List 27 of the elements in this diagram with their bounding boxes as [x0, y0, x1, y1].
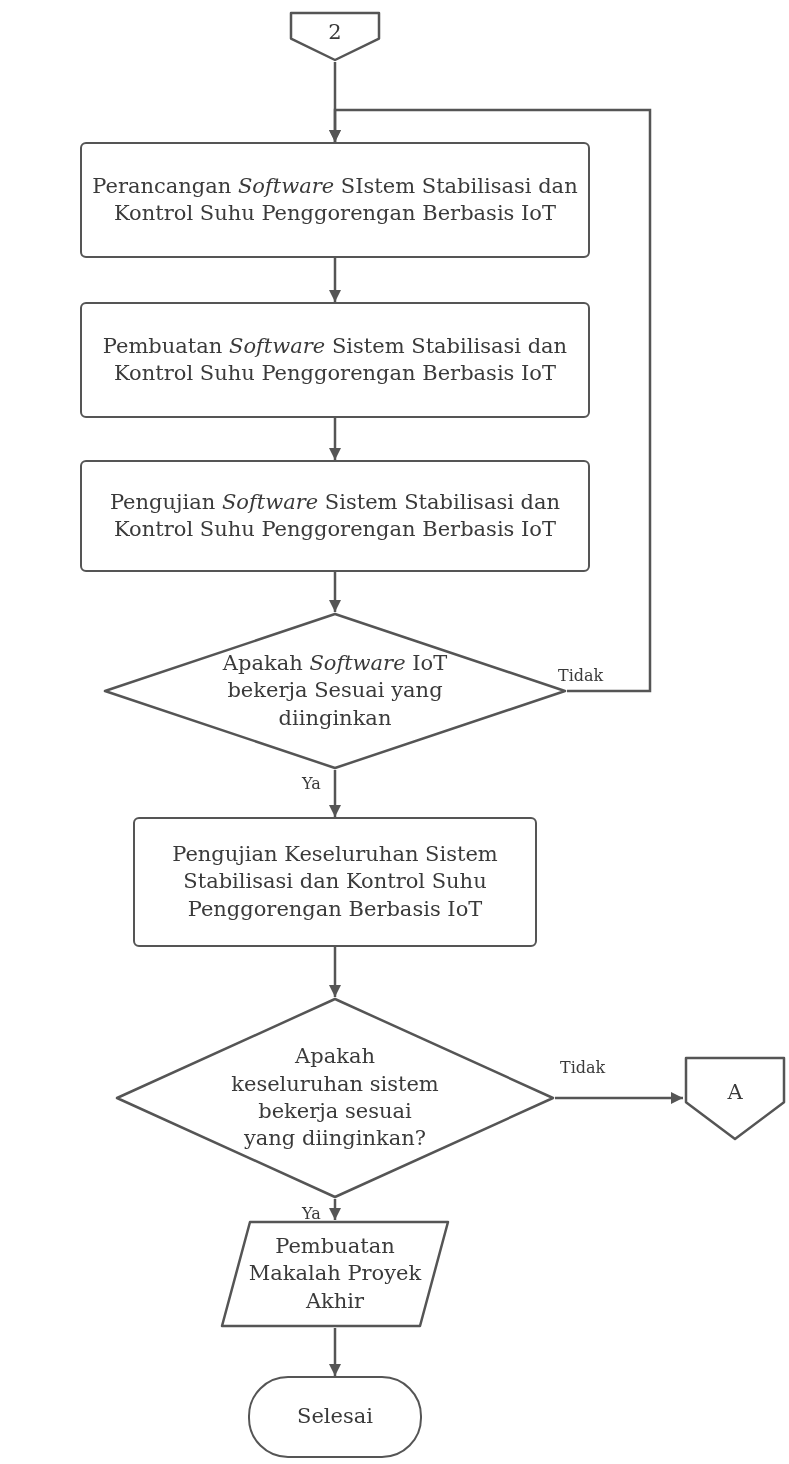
process-box	[80, 460, 590, 572]
arrow	[328, 1199, 342, 1220]
off-page-connector	[288, 10, 382, 62]
node-text: Apakah keseluruhan sistem bekerja sesuai yang diinginkan?	[230, 1043, 440, 1153]
arrow	[328, 108, 652, 693]
process-box	[80, 142, 590, 258]
node-text: Selesai	[296, 1403, 374, 1431]
arrow	[328, 418, 342, 460]
node-text: Apakah Software IoT bekerja Sesuai yang diinginkan	[221, 650, 449, 732]
process-box	[133, 817, 537, 947]
arrow	[555, 1091, 683, 1105]
node-text: Pengujian Keseluruhan Sistem Stabilisasi dan Kontrol Suhu Penggorengan Berbasis IoT	[171, 841, 499, 923]
decision-diamond	[115, 997, 555, 1199]
arrow	[328, 572, 342, 612]
arrow	[328, 947, 342, 997]
arrow	[328, 770, 342, 817]
node-text: Pembuatan Software Sistem Stabilisasi dan Kontrol Suhu Penggorengan Berbasis IoT	[101, 332, 569, 387]
process-box	[80, 302, 590, 418]
node-text: Pembuatan Makalah Proyek Akhir	[247, 1233, 423, 1315]
node-text: Pengujian Software Sistem Stabilisasi dan Kontrol Suhu Penggorengan Berbasis IoT	[108, 488, 562, 543]
arrow	[328, 1328, 342, 1376]
node-text: Perancangan Software SIstem Stabilisasi dan Kontrol Suhu Penggorengan Berbasis IoT	[91, 172, 579, 227]
arrow	[328, 258, 342, 302]
off-page-connector	[683, 1055, 787, 1141]
node-text: 2	[327, 19, 343, 47]
node-text: A	[726, 1079, 744, 1107]
data-parallelogram	[220, 1220, 450, 1328]
